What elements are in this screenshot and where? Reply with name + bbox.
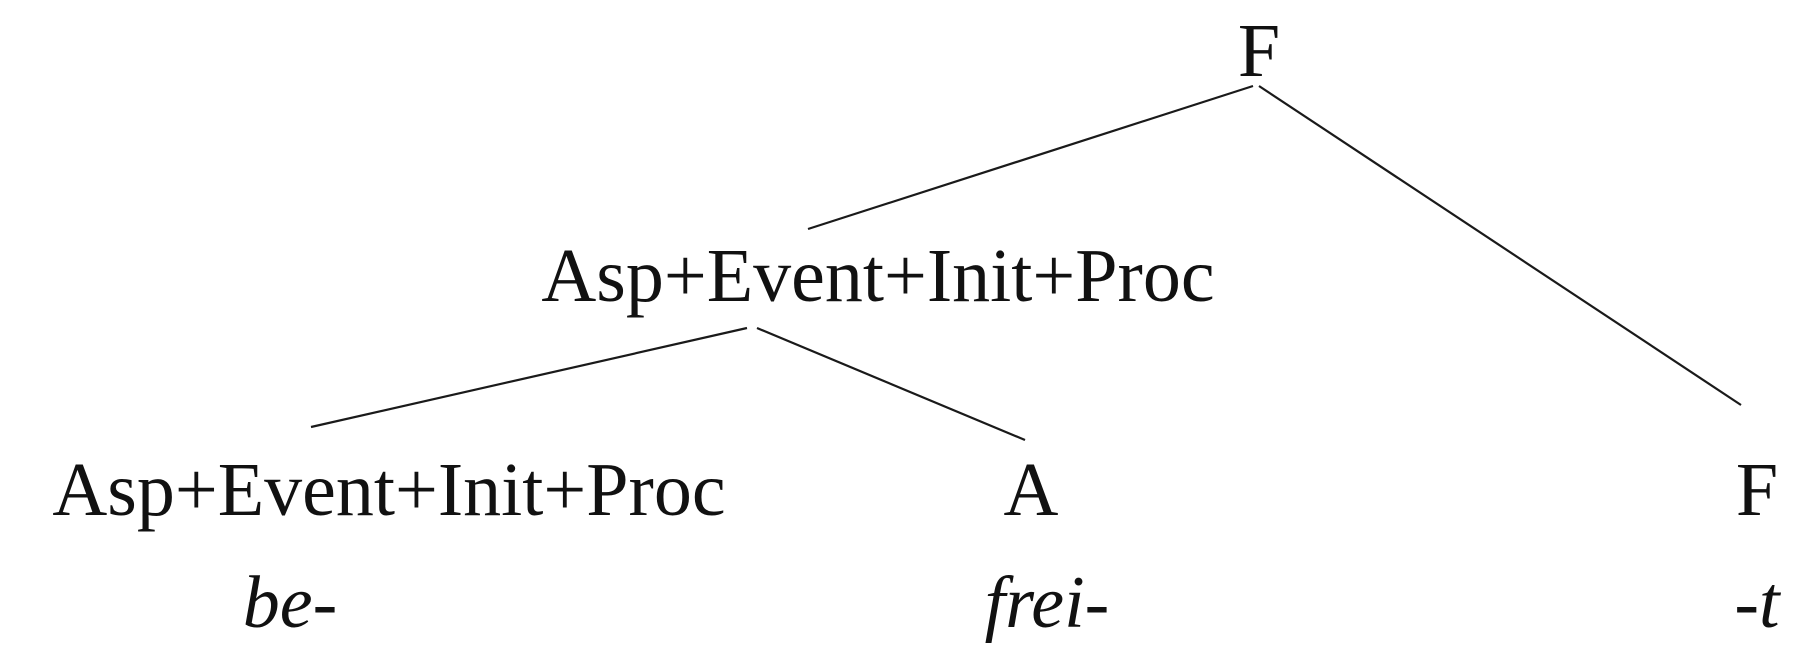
leaf-left-node-label: Asp+Event+Init+Proc <box>52 448 725 532</box>
leaf-left-gloss: be- <box>243 562 338 644</box>
edge-root-to-mid <box>807 84 1254 231</box>
leaf-middle-gloss: frei- <box>985 562 1110 644</box>
edge-mid-to-leaf-left <box>310 326 748 429</box>
mid-node-label: Asp+Event+Init+Proc <box>541 234 1214 318</box>
edge-mid-to-leaf-middle <box>756 326 1026 442</box>
leaf-middle-node-label: A <box>1004 448 1059 532</box>
root-node-label: F <box>1238 9 1280 93</box>
leaf-right-gloss: -t <box>1734 562 1782 644</box>
leaf-right-node-label: F <box>1736 448 1778 532</box>
edge-root-to-leaf-right <box>1258 85 1742 406</box>
